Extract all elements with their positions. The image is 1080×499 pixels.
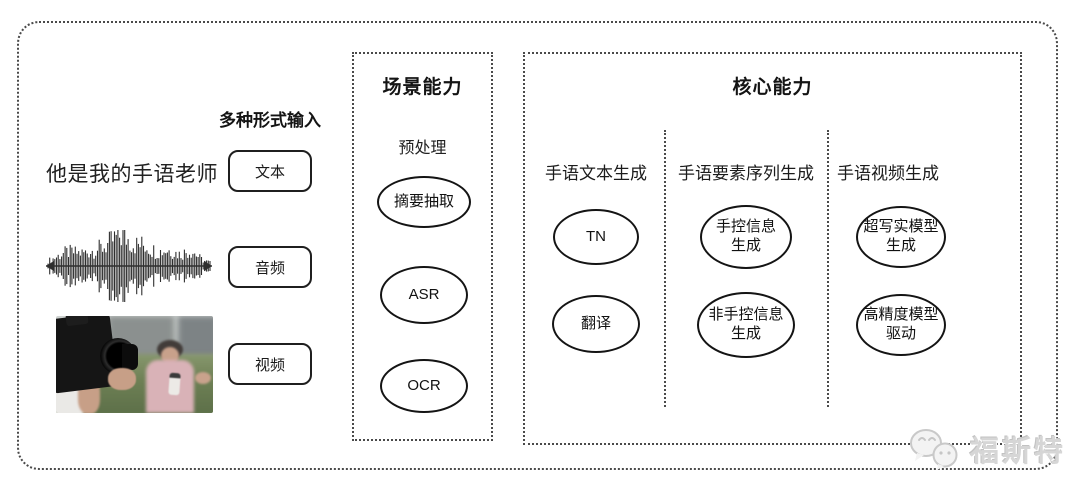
column-header-sign-text-generation: 手语文本生成: [545, 164, 647, 183]
column-divider: [827, 130, 829, 407]
preprocess-label: 预处理: [398, 140, 447, 157]
core-capability-title: 核心能力: [732, 77, 813, 98]
photo-building-shape: [178, 316, 213, 358]
input-type-text-label: 文本: [254, 163, 285, 181]
node-non-manual-info-generation: 非手控信息 生成: [697, 292, 795, 358]
photo-reporter-face: [161, 347, 179, 364]
input-type-video-box: 视频: [228, 343, 312, 385]
input-type-text-box: 文本: [228, 150, 312, 192]
scene-capability-title: 场景能力: [382, 77, 463, 98]
node-manual-info-generation: 手控信息 生成: [700, 205, 792, 269]
column-header-sign-element-sequence-generation: 手语要素序列生成: [678, 164, 814, 183]
input-type-video-label: 视频: [254, 356, 285, 374]
audio-waveform-icon: [46, 230, 212, 302]
column-header-sign-video-generation: 手语视频生成: [837, 164, 939, 183]
node-translation: 翻译: [552, 295, 640, 353]
photo-cameraman-hand: [108, 368, 136, 390]
input-type-audio-label: 音频: [254, 259, 285, 277]
node-high-precision-model-driving: 高精度模型 驱动: [856, 294, 946, 356]
outer-dotted-border: [17, 21, 1058, 470]
column-divider: [664, 130, 666, 407]
node-summary-extraction: 摘要抽取: [377, 176, 471, 228]
input-section-title: 多种形式输入: [219, 111, 321, 130]
reporter-photo: [56, 316, 213, 413]
watermark-label: 福斯特: [970, 436, 1067, 468]
chat-bubbles-icon: [910, 429, 958, 470]
node-hyperrealistic-model-generation: 超写实模型 生成: [856, 206, 946, 268]
node-asr: ASR: [380, 266, 468, 324]
photo-microphone: [168, 372, 181, 396]
photo-camera-lens-hood: [122, 344, 138, 370]
sample-sentence-text: 他是我的手语老师: [46, 163, 218, 186]
input-type-audio-box: 音频: [228, 246, 312, 288]
photo-reporter-hand: [195, 372, 211, 384]
node-ocr: OCR: [380, 359, 468, 413]
watermark: 福斯特: [907, 425, 1066, 473]
core-capability-box: 核心能力 手语文本生成 手语要素序列生成 手语视频生成 TN 翻译 手控信息 生…: [523, 52, 1022, 445]
scene-capability-box: 场景能力 预处理 摘要抽取 ASR OCR: [352, 52, 493, 441]
node-tn: TN: [553, 209, 639, 265]
